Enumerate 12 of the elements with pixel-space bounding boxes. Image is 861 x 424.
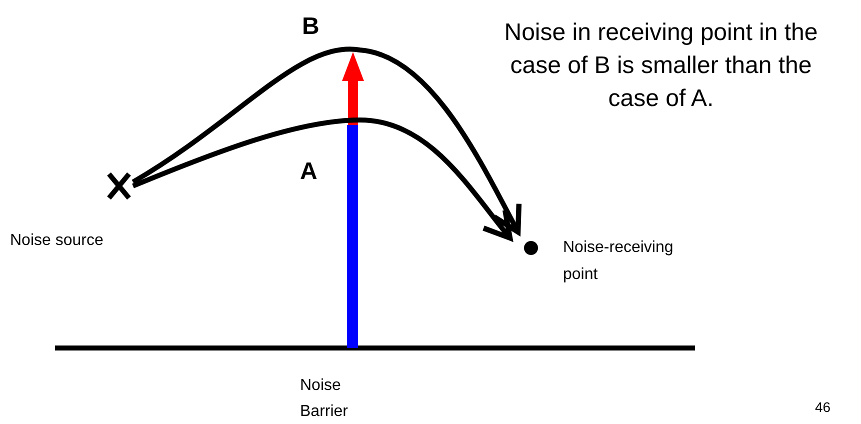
node-caption: Noise Barrier (300, 376, 350, 422)
barrier-bar (347, 125, 358, 348)
cross-mark (106, 172, 132, 200)
node-caption: Noise source (10, 231, 104, 251)
page-number: 46 (815, 398, 832, 416)
point-label: A (300, 157, 318, 187)
propagation-path-arrow (132, 46, 522, 235)
receiving-point-dot (524, 241, 538, 255)
note-text: Noise in receiving point in the case of B is smaller than the case of A. (503, 18, 819, 114)
node-caption: Noise-receiving point (563, 238, 674, 285)
point-label: B (302, 12, 320, 42)
propagation-path-arrow (132, 118, 513, 241)
